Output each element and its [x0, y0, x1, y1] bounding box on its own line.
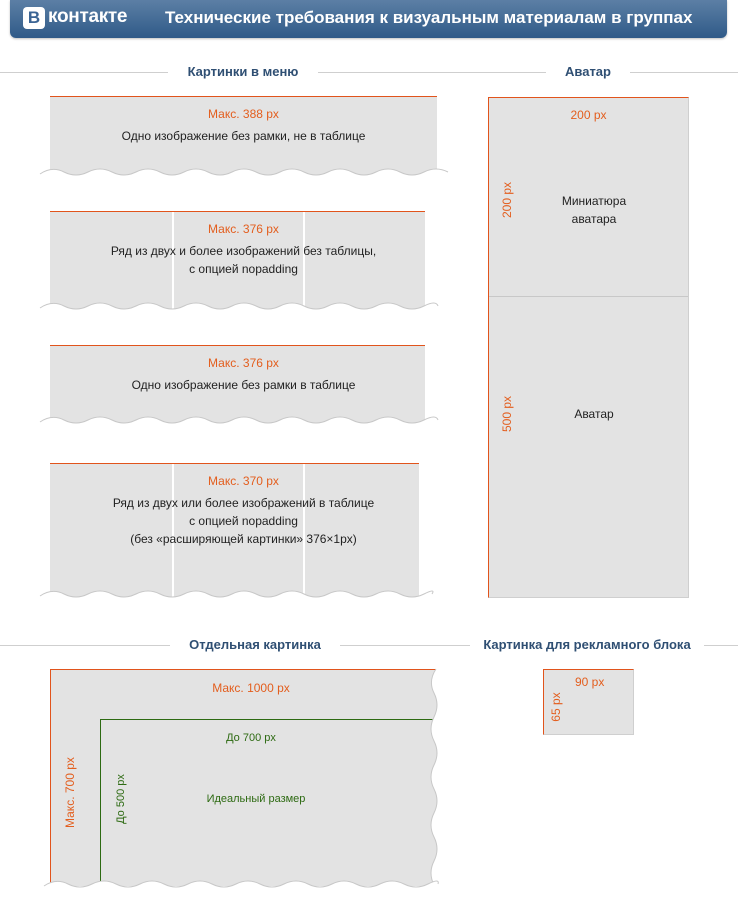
wavy-right-edge: [430, 668, 442, 886]
menu-box-caption: (без «расширяющей картинки» 376×1px): [130, 532, 357, 546]
menu-box-caption: Одно изображение без рамки, не в таблице: [121, 129, 366, 143]
column-divider: [172, 212, 174, 310]
separate-max-width-label: Макс. 1000 px: [212, 681, 290, 695]
avatar-thumb-label: аватара: [571, 212, 617, 226]
menu-box-caption: с опцией nopadding: [189, 514, 298, 528]
avatar-full-label: Аватар: [574, 407, 614, 421]
ideal-size-label: Идеальный размер: [206, 793, 306, 805]
menu-box-caption: Ряд из двух или более изображений в табл…: [112, 496, 375, 510]
avatar-thumb-label: Миниатюра: [561, 194, 627, 208]
menu-box-size: Макс. 376 px: [208, 222, 279, 236]
section-ad-image: Картинка для рекламного блока: [483, 637, 691, 652]
wavy-edge: [39, 416, 439, 430]
divider: [0, 645, 170, 646]
logo-text: контакте: [48, 6, 128, 27]
separate-image-box: Макс. 1000 px Макс. 700 px До 700 px До …: [50, 669, 439, 887]
wavy-bottom-edge: [43, 880, 439, 892]
avatar-width-label: 200 px: [570, 108, 607, 122]
menu-box-caption: Ряд из двух и более изображений без табл…: [110, 244, 377, 258]
divider: [630, 72, 738, 73]
ad-height-label: 65 px: [549, 692, 563, 722]
column-divider: [303, 212, 305, 310]
divider: [318, 72, 546, 73]
column-divider: [303, 464, 305, 598]
divider: [704, 645, 738, 646]
menu-box-caption: Одно изображение без рамки в таблице: [131, 378, 356, 392]
header-bar: В контакте Технические требования к визу…: [10, 0, 727, 38]
menu-box-4: Макс. 370 px Ряд из двух или более изобр…: [50, 463, 419, 598]
menu-box-size: Макс. 376 px: [208, 356, 279, 370]
divider: [340, 645, 470, 646]
menu-box-size: Макс. 388 px: [208, 107, 279, 121]
wavy-edge: [39, 168, 449, 182]
divider: [0, 72, 168, 73]
ideal-size-area: До 700 px До 500 px Идеальный размер: [100, 719, 439, 887]
vk-logo-icon: В: [23, 7, 45, 29]
separate-max-height-label: Макс. 700 px: [63, 757, 77, 828]
page-title: Технические требования к визуальным мате…: [165, 8, 693, 27]
section-separate-image: Отдельная картинка: [189, 637, 321, 652]
menu-box-caption: с опцией nopadding: [189, 262, 298, 276]
section-menu-images: Картинки в меню: [187, 64, 299, 79]
column-divider: [172, 464, 174, 598]
wavy-edge: [39, 302, 439, 316]
section-avatar: Аватар: [565, 64, 611, 79]
avatar-box: 200 px 200 px Миниатюра аватара 500 px А…: [488, 97, 689, 598]
menu-box-3: Макс. 376 px Одно изображение без рамки …: [50, 345, 425, 424]
ad-width-label: 90 px: [575, 675, 605, 689]
menu-box-1: Макс. 388 px Одно изображение без рамки,…: [50, 96, 437, 175]
avatar-divider: [489, 296, 688, 297]
ideal-width-label: До 700 px: [226, 732, 276, 744]
menu-box-2: Макс. 376 px Ряд из двух и более изображ…: [50, 211, 425, 310]
wavy-edge: [39, 590, 434, 604]
menu-box-size: Макс. 370 px: [208, 474, 279, 488]
ad-image-box: 90 px 65 px: [543, 669, 634, 735]
